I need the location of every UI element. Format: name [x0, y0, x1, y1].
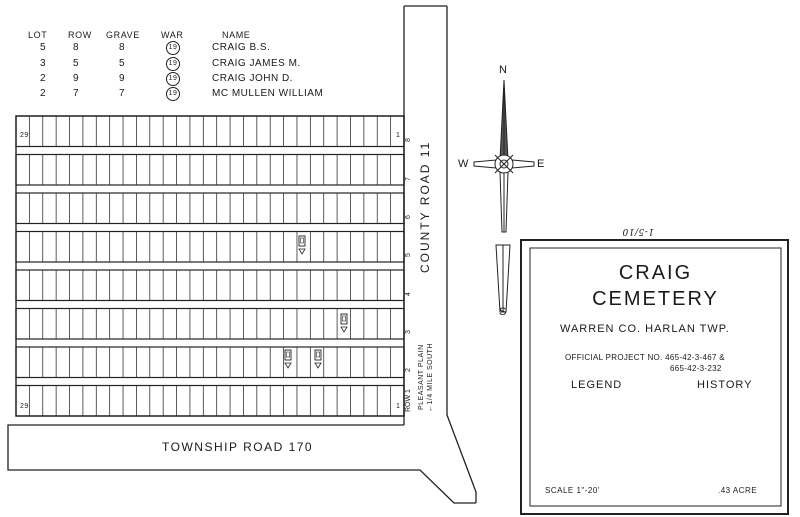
burial-name: CRAIG JAMES M. [212, 58, 301, 69]
header-row: ROW [68, 30, 92, 40]
war-badge: 19 [166, 41, 180, 55]
burial-lot: 5 [40, 42, 47, 53]
row-number-label: 7 [405, 177, 412, 181]
grave-row [15, 192, 405, 225]
compass-east: E [537, 158, 545, 170]
burial-row-number: 7 [73, 88, 80, 99]
handwritten-note: 1-5/10 [622, 226, 654, 236]
grave-marker-inner [316, 351, 320, 358]
header-name: NAME [222, 30, 251, 40]
legend-box-inner [529, 247, 782, 507]
compass-south: S [499, 306, 507, 318]
plot-corner-label: 29 [20, 403, 29, 410]
row-number-label: ROW 1 [405, 389, 412, 412]
grave-marker-icon [314, 349, 322, 361]
burial-name: CRAIG JOHN D. [212, 73, 293, 84]
grave-row [15, 153, 405, 186]
county-road-label: COUNTY ROAD 11 [418, 140, 432, 273]
row-number-label: 5 [405, 253, 412, 257]
row-number-label: 8 [405, 138, 412, 142]
county-road [403, 5, 477, 503]
grave-marker-inner [286, 351, 290, 358]
cemetery-title-line1: CRAIG [618, 262, 693, 284]
plot-end-label: 1 [396, 403, 401, 410]
compass-west: W [458, 158, 469, 170]
burial-row-number: 8 [73, 42, 80, 53]
burial-grave: 9 [119, 73, 126, 84]
grave-row [15, 230, 405, 263]
plot-end-label: 1 [396, 132, 401, 139]
row-number-label: 6 [405, 215, 412, 219]
location-text: WARREN CO. HARLAN TWP. [560, 323, 730, 335]
burial-name: MC MULLEN WILLIAM [212, 88, 324, 99]
war-badge: 19 [166, 57, 180, 71]
burial-lot: 3 [40, 58, 47, 69]
row-number-label: 4 [405, 292, 412, 296]
township-road [7, 424, 476, 504]
grave-marker-icon [340, 313, 348, 325]
burial-grave: 7 [119, 88, 126, 99]
grave-marker-triangle-icon [298, 248, 306, 255]
burial-lot: 2 [40, 88, 47, 99]
grave-marker-icon [298, 235, 306, 247]
grave-marker-triangle-icon [314, 362, 322, 369]
scale-text: SCALE 1"-20' [545, 486, 600, 495]
row-number-label: 3 [405, 330, 412, 334]
grave-marker-triangle-icon [284, 362, 292, 369]
row-number-label: 2 [405, 368, 412, 372]
grave-marker-inner [300, 237, 304, 244]
header-lot: LOT [28, 30, 48, 40]
burial-row-number: 5 [73, 58, 80, 69]
project-number-line1: OFFICIAL PROJECT NO. 465-42-3-467 & [565, 353, 725, 362]
grave-marker-icon [284, 349, 292, 361]
burial-row-number: 9 [73, 73, 80, 84]
township-road-label: TOWNSHIP ROAD 170 [162, 440, 314, 454]
compass-north: N [499, 64, 508, 76]
cemetery-plot-grid [15, 115, 405, 417]
plot-boundary [15, 115, 405, 417]
history-heading: HISTORY [697, 379, 753, 391]
grave-row [15, 269, 405, 302]
header-grave: GRAVE [106, 30, 140, 40]
acreage-text: .43 ACRE [718, 486, 758, 495]
direction-line-1: PLEASANT PLAIN [418, 344, 425, 410]
grave-marker-triangle-icon [340, 326, 348, 333]
war-badge: 19 [166, 87, 180, 101]
grave-marker-inner [342, 315, 346, 322]
plot-corner-label: 29 [20, 132, 29, 139]
grave-row [15, 346, 405, 379]
war-badge: 19 [166, 72, 180, 86]
grave-row [15, 384, 405, 417]
cemetery-title-line2: CEMETERY [592, 288, 719, 310]
grave-row [15, 115, 405, 148]
compass-rose-icon [473, 79, 535, 313]
legend-box-outer [520, 239, 789, 515]
header-war: WAR [161, 30, 184, 40]
burial-grave: 8 [119, 42, 126, 53]
legend-heading: LEGEND [571, 379, 623, 391]
burial-lot: 2 [40, 73, 47, 84]
direction-line-2: ←1/4 MILE SOUTH [427, 343, 434, 412]
project-number-line2: 665-42-3-232 [670, 364, 722, 373]
burial-grave: 5 [119, 58, 126, 69]
burial-name: CRAIG B.S. [212, 42, 271, 53]
